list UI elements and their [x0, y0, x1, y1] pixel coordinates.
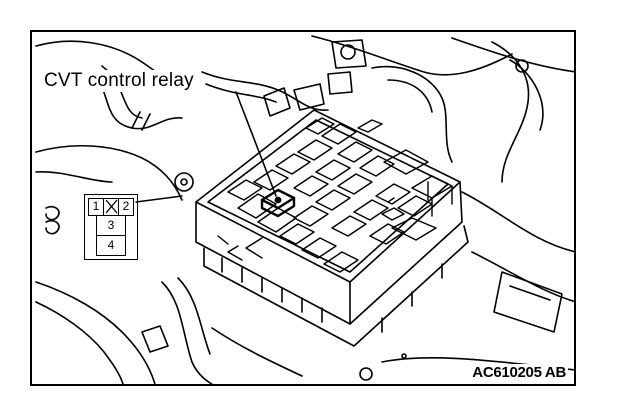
connector-pin-4: 4: [96, 235, 126, 256]
callout-leader-line: [235, 91, 277, 197]
top-connector-2: [293, 83, 325, 111]
figure-id: AC610205 AB: [470, 364, 568, 381]
cvt-control-relay-side: [260, 196, 296, 218]
connector-pin-2: 2: [118, 198, 134, 216]
relay-box-front-left: [195, 201, 351, 325]
bolt-left-inner: [180, 178, 188, 186]
top-hose-2: [387, 79, 433, 113]
bolt-left: [174, 172, 194, 192]
bottom-dot: [401, 353, 407, 359]
small-clip-2: [45, 219, 60, 235]
lower-right-bracket: [493, 271, 563, 333]
blank-cavity-cross-icon: [105, 199, 117, 214]
connector-housing: [84, 194, 138, 260]
bottom-bolt: [359, 367, 373, 381]
relay-box-skirt: [203, 225, 469, 347]
small-clip: [45, 205, 60, 221]
top-bolt: [340, 44, 356, 60]
strut-bolt: [515, 59, 529, 73]
connector-leader-line: [135, 195, 183, 203]
strut-tower: [491, 41, 530, 183]
relay-grid: [217, 117, 453, 273]
cable-lower-left-2: [177, 277, 211, 355]
relay-connector-face: 1 2 3 4: [84, 194, 138, 272]
harness-bottom-left-2: [35, 301, 124, 384]
lower-right-bracket-inner: [509, 285, 551, 301]
top-harness-1: [201, 71, 329, 111]
top-bracket: [331, 39, 367, 69]
clamp-left: [131, 111, 151, 131]
callout-label: CVT control relay: [42, 70, 196, 92]
right-body-panel: [461, 191, 574, 253]
harness-bottom-left: [35, 281, 156, 384]
cable-lower-mid: [211, 327, 303, 377]
cable-lower-left: [161, 281, 214, 384]
hood-outline: [35, 40, 183, 91]
relay-box-skirt-ribs: [221, 257, 443, 333]
fender-line-right: [451, 37, 574, 73]
cvt-relay-pointer-dot: [274, 196, 282, 204]
diagram-frame: CVT control relay 1 2 3 4 AC610205 AB: [30, 30, 576, 386]
top-harness-2: [205, 83, 277, 103]
top-hose: [371, 65, 453, 163]
harness-left-2: [35, 171, 113, 183]
top-connector-3: [327, 71, 353, 95]
relay-box-rim: [207, 119, 449, 273]
right-body-panel-2: [471, 251, 574, 303]
relay-box-front-right: [349, 181, 463, 325]
connector-plug-left: [141, 325, 169, 353]
harness-left-1: [35, 145, 183, 201]
top-connector-1: [263, 87, 291, 117]
